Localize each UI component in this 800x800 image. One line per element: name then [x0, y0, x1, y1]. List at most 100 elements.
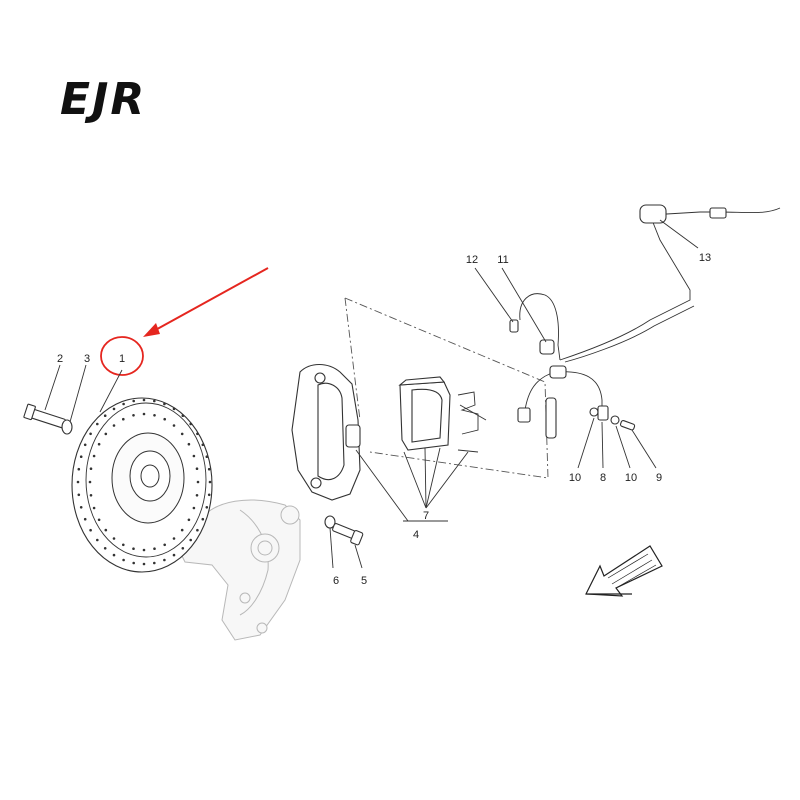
drill-hole	[83, 517, 87, 521]
callout-label: 6	[333, 575, 339, 587]
drill-hole	[207, 493, 211, 497]
drill-hole	[77, 467, 81, 471]
drill-hole	[192, 506, 196, 510]
callout-label: 3	[84, 353, 90, 365]
drill-hole	[97, 442, 101, 446]
drill-hole	[153, 547, 156, 550]
callout-label: 9	[656, 472, 662, 484]
drill-hole	[142, 412, 146, 416]
drill-hole	[163, 543, 166, 547]
steering-knuckle	[177, 499, 301, 641]
drill-hole	[112, 537, 116, 540]
drill-hole	[132, 561, 135, 565]
drill-hole	[192, 454, 196, 458]
caliper-bolt	[332, 523, 364, 546]
callout-label: 8	[600, 472, 606, 484]
drill-hole	[201, 443, 205, 447]
drill-hole	[122, 402, 125, 406]
drill-hole	[187, 518, 191, 522]
drill-hole	[189, 538, 192, 542]
callout-label: 7	[423, 510, 429, 522]
drill-hole	[181, 414, 185, 418]
callout-label: 5	[361, 575, 367, 587]
callout-label: 10	[625, 472, 637, 484]
brake-caliper	[291, 363, 361, 501]
drill-hole	[195, 467, 199, 471]
drill-hole	[76, 480, 80, 484]
drill-hole	[172, 553, 176, 557]
drill-hole	[195, 494, 199, 497]
drill-hole	[153, 399, 156, 403]
drill-hole	[92, 454, 96, 458]
drill-hole	[201, 517, 205, 521]
drill-hole	[172, 424, 176, 427]
drill-hole	[83, 443, 87, 447]
drill-hole	[112, 407, 116, 411]
drill-hole	[89, 528, 92, 532]
drill-hole	[96, 422, 99, 426]
drill-hole	[132, 414, 135, 417]
drill-hole	[132, 399, 135, 403]
drill-hole	[103, 547, 107, 550]
drill-hole	[189, 422, 192, 426]
drill-hole	[122, 558, 125, 562]
drill-hole	[89, 494, 93, 497]
callout-label: 1	[119, 353, 125, 365]
drill-hole	[196, 432, 199, 436]
drill-hole	[208, 480, 212, 484]
highlight-arrow	[143, 267, 269, 337]
callout-label: 13	[699, 252, 711, 264]
drill-hole	[180, 432, 184, 436]
drill-hole	[207, 467, 211, 471]
drill-hole	[205, 506, 209, 509]
drill-hole	[205, 455, 209, 459]
disc-drill-holes	[76, 398, 212, 566]
callout-label: 4	[413, 529, 419, 541]
drill-hole	[104, 432, 108, 436]
drill-hole	[163, 558, 166, 562]
drill-hole	[79, 506, 83, 509]
brake-pads	[398, 376, 451, 451]
brake-hose	[509, 204, 781, 363]
drill-hole	[88, 480, 92, 484]
direction-arrow	[585, 545, 663, 597]
brake-disc	[71, 397, 213, 573]
drill-hole	[196, 528, 199, 532]
drill-hole	[181, 547, 185, 550]
drill-hole	[77, 493, 81, 497]
drill-hole	[153, 414, 156, 417]
brand-logo: EJR	[60, 74, 146, 125]
drill-hole	[122, 417, 125, 421]
callout-label: 2	[57, 353, 63, 365]
drill-hole	[92, 506, 96, 510]
wear-sensor	[517, 365, 636, 439]
drill-hole	[97, 518, 101, 522]
drill-hole	[163, 417, 166, 421]
drill-hole	[96, 538, 99, 542]
highlight-circle	[100, 336, 144, 376]
callout-label: 10	[569, 472, 581, 484]
leader-lines	[44, 219, 699, 569]
drill-hole	[89, 467, 93, 471]
drill-hole	[112, 424, 116, 427]
callout-labels: 1 2 3 4 5 6 7 8 9 10 10 11 12 13	[57, 252, 711, 587]
drill-hole	[112, 553, 116, 557]
drill-hole	[132, 547, 135, 550]
washer	[61, 419, 73, 435]
drill-hole	[196, 480, 200, 484]
drill-hole	[172, 537, 176, 540]
drill-hole	[142, 548, 146, 552]
drill-hole	[104, 528, 108, 532]
drill-hole	[103, 414, 107, 418]
drill-hole	[153, 561, 156, 565]
drill-hole	[163, 402, 166, 406]
disc-bolt	[23, 403, 67, 429]
drill-hole	[180, 528, 184, 532]
drill-hole	[79, 455, 83, 459]
drill-hole	[172, 407, 176, 411]
drill-hole	[187, 442, 191, 446]
svg-text:EJR: EJR	[60, 74, 146, 125]
assembly-boundary	[344, 297, 549, 479]
pad-spring-clip	[457, 391, 487, 453]
